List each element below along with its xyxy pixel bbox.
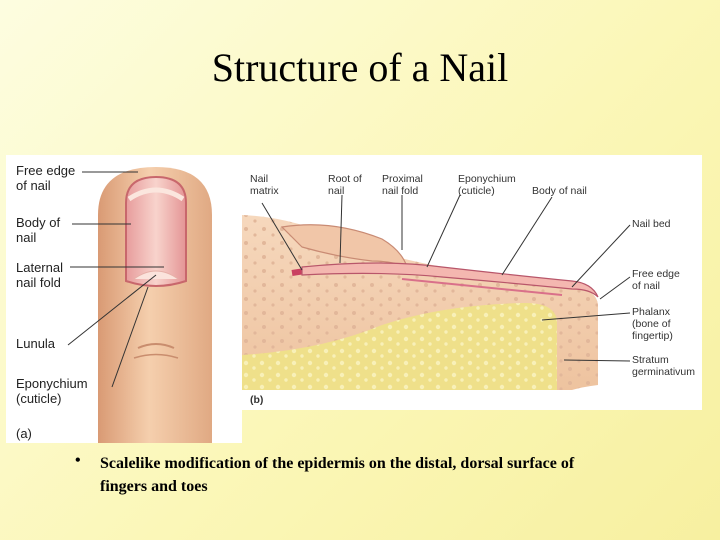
label-phalanx: Phalanx (bone of fingertip) (632, 306, 673, 342)
label-body-b: Body of nail (532, 185, 587, 197)
slide-title: Structure of a Nail (211, 45, 509, 90)
free-edge-band (127, 187, 185, 202)
label-eponychium-b: Eponychium (cuticle) (458, 173, 516, 197)
label-lunula-a: Lunula (16, 336, 56, 351)
panel-a-fingertip: Free edge of nail Body of nail Laternal … (6, 155, 242, 443)
panel-b-section: Nail matrix Root of nail Proximal nail f… (242, 155, 702, 410)
nail-bed (401, 278, 563, 296)
label-eponychium-a: Eponychium (cuticle) (16, 376, 88, 406)
label-nail-bed: Nail bed (632, 218, 671, 230)
panel-a-tag: (a) (16, 426, 32, 441)
bullet-symbol: • (75, 452, 81, 469)
nail-plate-section (301, 262, 599, 298)
label-proximal-fold: Proximal nail fold (382, 173, 423, 197)
nail-figure: Free edge of nail Body of nail Laternal … (6, 155, 702, 443)
label-root: Root of nail (328, 173, 362, 197)
bullet-text: Scalelike modification of the epidermis … (100, 455, 575, 496)
label-stratum: Stratum germinativum (632, 354, 696, 378)
nail-plate (125, 175, 187, 287)
nail-section-illustration (242, 194, 631, 390)
fingertip-illustration (67, 167, 212, 443)
panel-b-tag: (b) (250, 394, 264, 406)
label-body-a: Body of nail (16, 215, 61, 245)
label-lateral-fold-a: Laternal nail fold (16, 260, 63, 290)
label-free-edge-a: Free edge of nail (16, 163, 76, 193)
label-free-edge-b: Free edge of nail (632, 268, 680, 292)
label-nail-matrix: Nail matrix (250, 173, 279, 197)
